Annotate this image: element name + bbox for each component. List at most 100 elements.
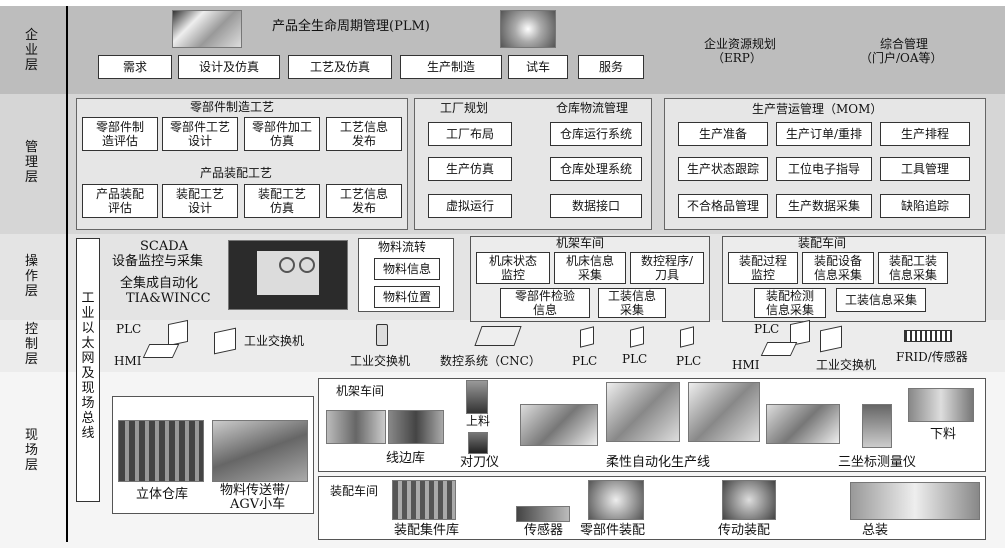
assembly-shop-field-title: 装配车间 <box>330 484 379 498</box>
frame-shop-op-title: 机架车间 <box>556 236 605 250</box>
plc-icon-a <box>580 326 594 348</box>
mom-item-8: 缺陷追踪 <box>880 194 970 218</box>
conveyor-label-2: AGV小车 <box>230 497 286 512</box>
server-icon <box>376 324 388 346</box>
mom-item-5: 工具管理 <box>880 157 970 181</box>
unloading-label: 下料 <box>930 427 957 442</box>
plc-label-a: PLC <box>572 354 598 368</box>
plm-title: 产品全生命周期管理(PLM) <box>272 19 430 34</box>
conveyor-image <box>212 420 308 482</box>
warehouse-image <box>118 420 204 482</box>
assy-item-1: 装配设备 信息采集 <box>802 252 874 284</box>
assembly-item-3: 工艺信息 发布 <box>326 184 402 218</box>
plc-icon-left <box>168 319 188 347</box>
plc-label-b: PLC <box>622 352 648 366</box>
conveyor-label-1: 物料传送带/ <box>220 483 290 498</box>
assy-item-3: 装配检测 信息采集 <box>754 288 826 318</box>
switch-label-right: 工业交换机 <box>816 358 877 372</box>
final-assembly-image <box>850 482 980 520</box>
warehouse-label: 立体仓库 <box>136 487 189 502</box>
plm-item-0: 需求 <box>98 55 172 79</box>
mom-item-4: 工位电子指导 <box>776 157 872 181</box>
parts-assembly-image <box>588 480 644 520</box>
machine-image-1 <box>326 410 386 444</box>
cmm-label: 三坐标测量仪 <box>838 455 917 470</box>
erp-title: 企业资源规划 <box>704 37 777 51</box>
material-item-1: 物料位置 <box>374 286 440 308</box>
scada-line2: 设备监控与采集 <box>112 254 204 269</box>
mom-item-3: 生产状态跟踪 <box>678 157 768 181</box>
erp-subtitle: （ERP） <box>712 51 762 65</box>
layer-operation: 操 作 层 <box>24 254 38 299</box>
parts-item-0: 零部件制 造评估 <box>82 117 158 151</box>
line-store-label: 线边库 <box>386 451 426 466</box>
plm-item-4: 试车 <box>508 55 568 79</box>
kit-store-label: 装配集件库 <box>394 523 460 538</box>
plc-label-left: PLC <box>116 322 142 336</box>
plc-label-c: PLC <box>676 354 702 368</box>
scada-line1: SCADA <box>140 239 189 254</box>
plm-robot-image <box>500 10 556 48</box>
rfid-icon <box>904 330 952 342</box>
oa-subtitle: （门户/OA等） <box>860 51 943 65</box>
plm-monitor-image <box>172 10 242 48</box>
plc-icon-c <box>680 326 694 348</box>
parts-item-1: 零部件工艺 设计 <box>162 117 238 151</box>
flex-line-label: 柔性自动化生产线 <box>606 455 711 470</box>
layer-management: 管 理 层 <box>24 140 38 185</box>
factory-item-0: 工厂布局 <box>428 122 512 146</box>
factory-item-2: 虚拟运行 <box>428 194 512 218</box>
assy-item-4: 工装信息采集 <box>836 288 926 312</box>
frame-item-2: 数控程序/ 刀具 <box>630 252 704 284</box>
rfid-label: FRID/传感器 <box>896 350 968 364</box>
flex-machine-2 <box>766 404 840 444</box>
industrial-bus-column: 工 业 以 太 网 及 现 场 总 线 <box>76 238 100 502</box>
flex-robot-1 <box>606 382 680 442</box>
frame-item-1: 机床信息 采集 <box>554 252 626 284</box>
sensor-label: 传感器 <box>524 523 564 538</box>
plc-icon-b <box>630 326 644 348</box>
flex-robot-2 <box>688 382 760 442</box>
material-flow-title: 物料流转 <box>378 240 427 254</box>
switch-label-left: 工业交换机 <box>244 334 305 348</box>
loading-image <box>466 380 488 414</box>
layer-divider <box>66 6 68 542</box>
assy-item-0: 装配过程 监控 <box>728 252 798 284</box>
plm-item-1: 设计及仿真 <box>178 55 280 79</box>
switch-icon-left <box>214 327 236 355</box>
plm-item-3: 生产制造 <box>400 55 502 79</box>
automation-line2: TIA&WINCC <box>126 291 211 306</box>
tool-setter-image <box>468 432 488 454</box>
scada-dashboard-screen <box>228 240 348 310</box>
warehouse-item-1: 仓库处理系统 <box>550 157 642 181</box>
mom-item-0: 生产准备 <box>678 122 768 146</box>
kit-store-image <box>392 480 456 520</box>
frame-shop-field-title: 机架车间 <box>336 384 385 398</box>
mom-item-2: 生产排程 <box>880 122 970 146</box>
mom-item-1: 生产订单/重排 <box>776 122 872 146</box>
warehouse-item-2: 数据接口 <box>550 194 642 218</box>
mom-item-6: 不合格品管理 <box>678 194 768 218</box>
switch-icon-right <box>820 325 842 353</box>
cmm-image <box>862 404 892 448</box>
frame-item-3: 零部件检验 信息 <box>500 288 590 318</box>
assy-item-2: 装配工装 信息采集 <box>878 252 948 284</box>
parts-item-3: 工艺信息 发布 <box>326 117 402 151</box>
gauge-icon-2 <box>299 257 315 273</box>
frame-item-0: 机床状态 监控 <box>476 252 550 284</box>
factory-item-1: 生产仿真 <box>428 157 512 181</box>
parts-item-2: 零部件加工 仿真 <box>244 117 320 151</box>
switch-label-mid: 工业交换机 <box>350 354 411 368</box>
parts-assembly-label: 零部件装配 <box>580 523 646 538</box>
industrial-bus-label: 工 业 以 太 网 及 现 场 总 线 <box>81 291 95 441</box>
mom-item-7: 生产数据采集 <box>776 194 872 218</box>
unloading-image <box>908 388 974 422</box>
mom-title: 生产营运管理（MOM） <box>752 102 883 116</box>
gauge-icon <box>279 257 295 273</box>
loading-label: 上料 <box>466 414 491 428</box>
layer-control: 控 制 层 <box>24 322 38 367</box>
layer-enterprise: 企 业 层 <box>24 28 38 73</box>
sensor-image <box>516 506 570 522</box>
material-item-0: 物料信息 <box>374 258 440 280</box>
oa-title: 综合管理 <box>880 37 929 51</box>
